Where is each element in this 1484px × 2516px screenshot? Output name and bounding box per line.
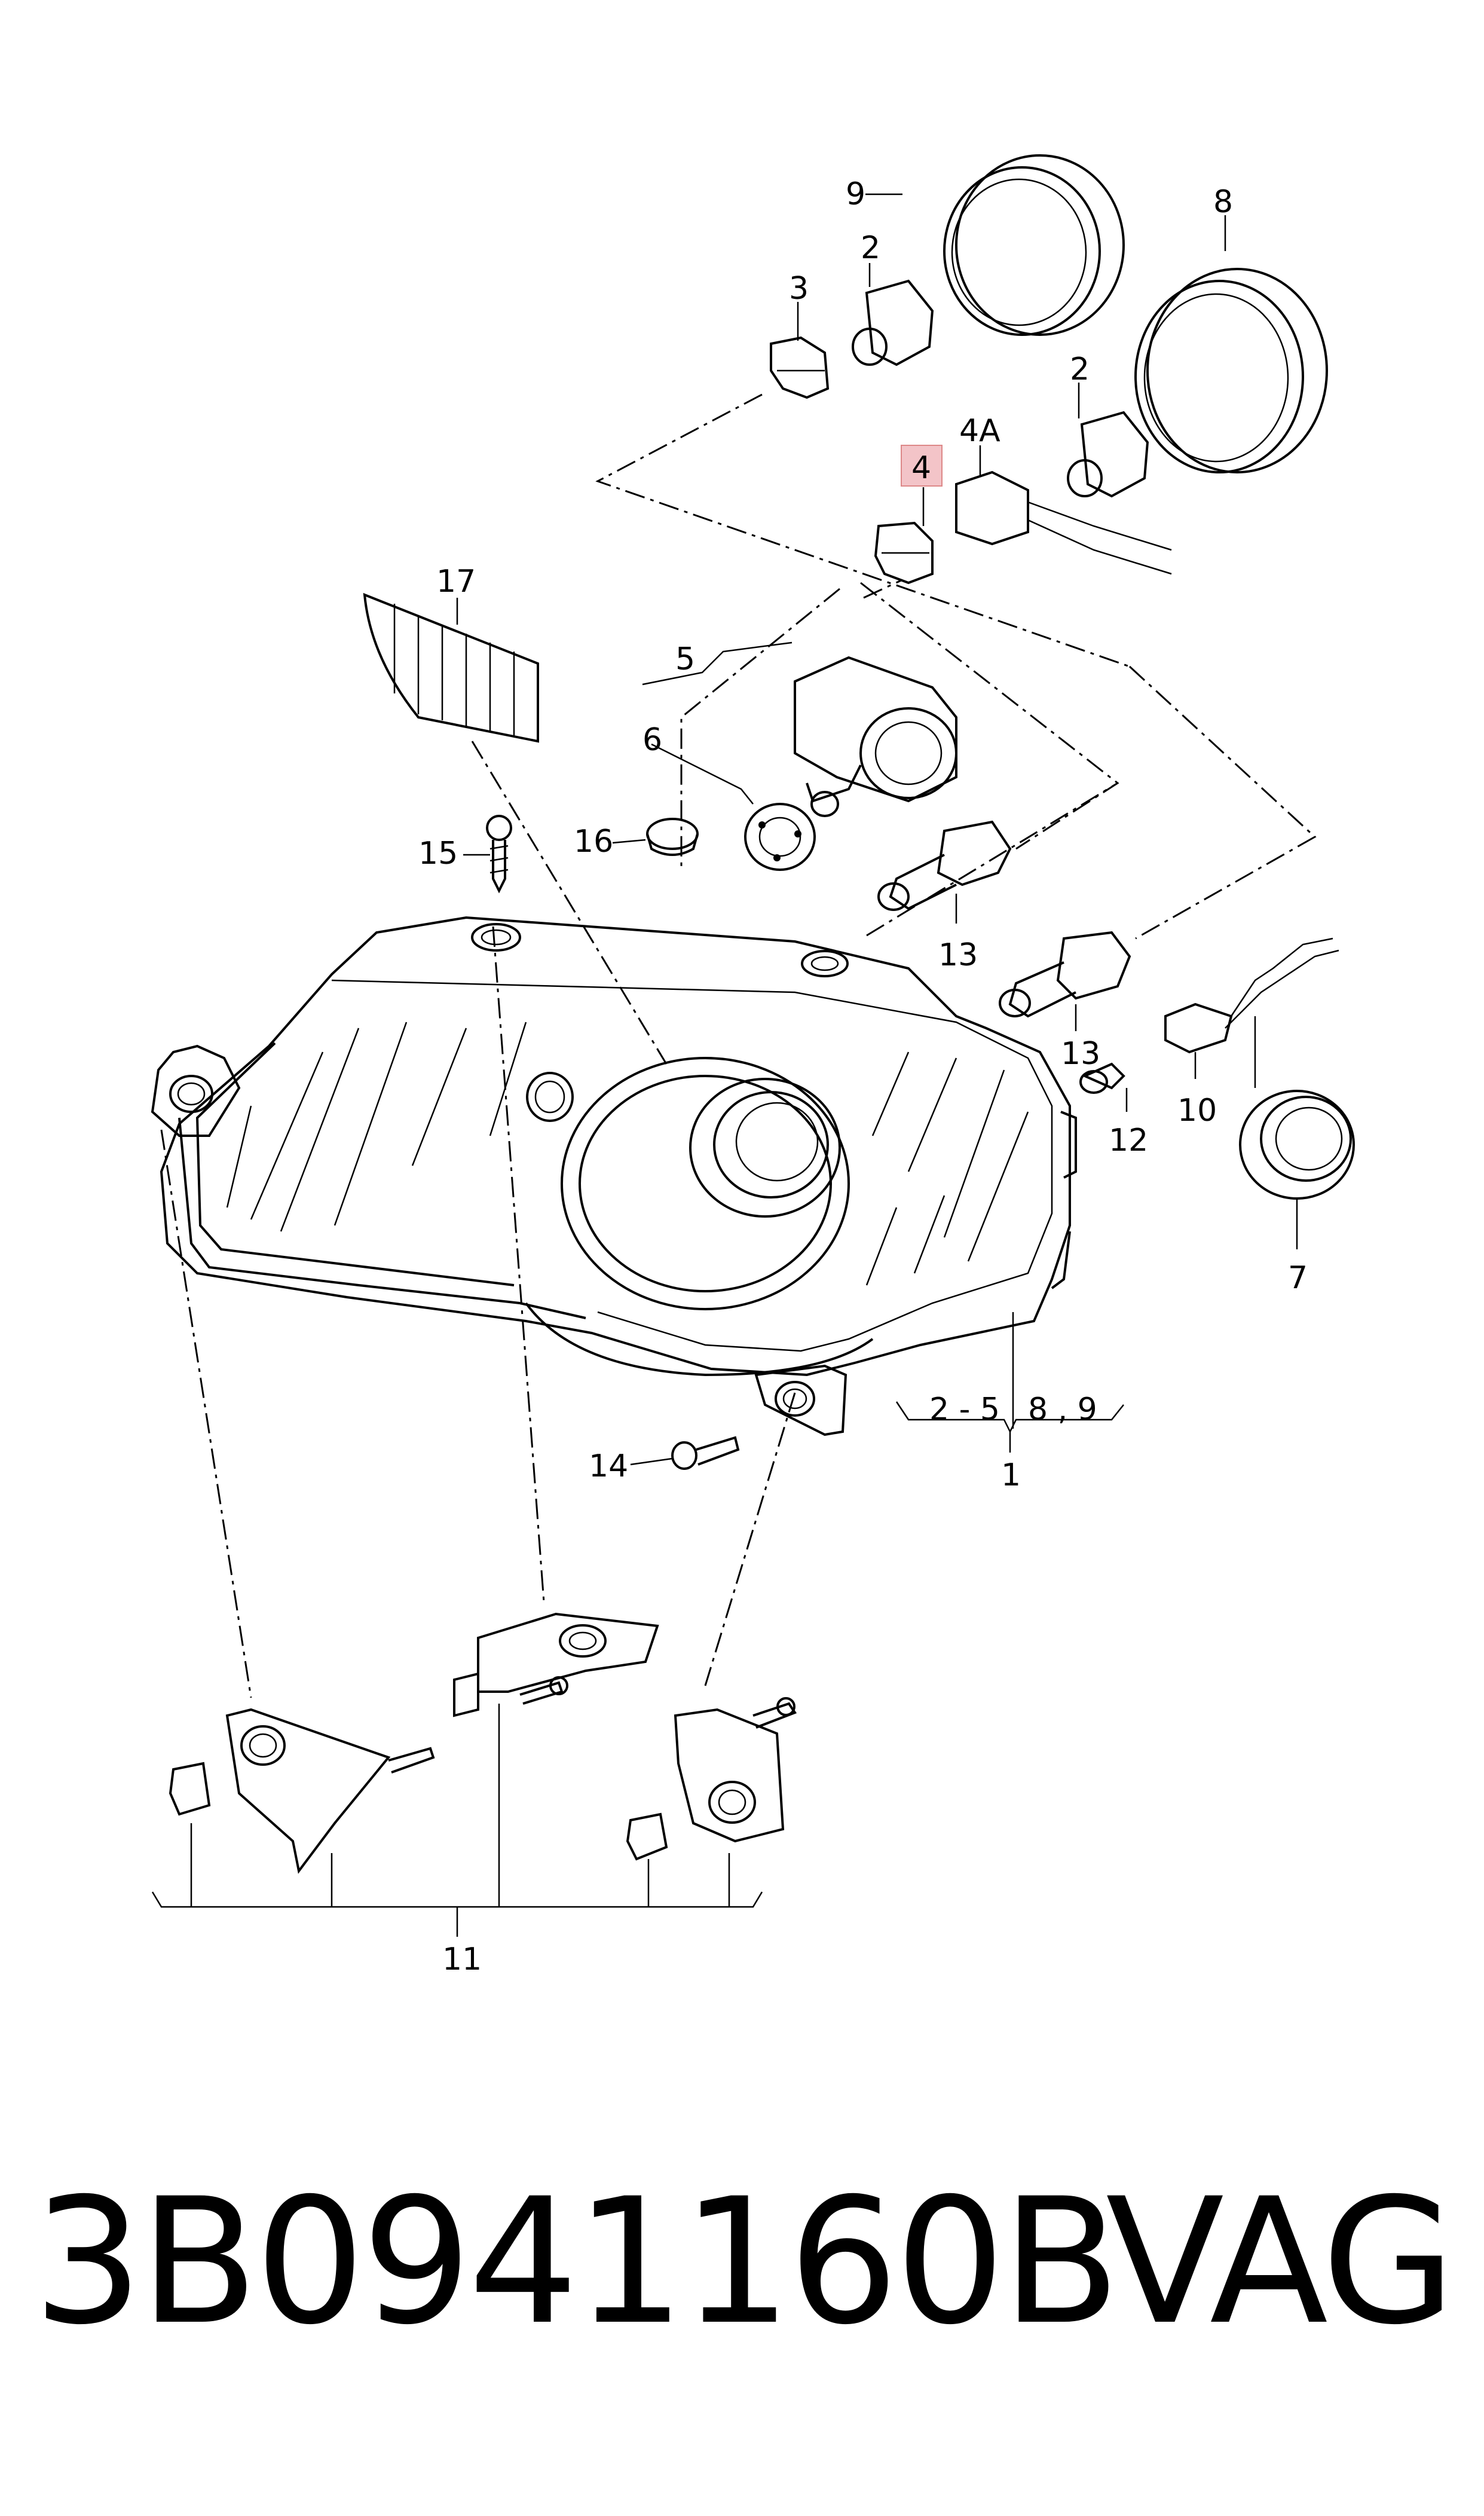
- headlamp-housing: [151, 916, 1077, 1436]
- bulb-holder-part2-lower: [1067, 411, 1149, 498]
- headlight-range-motor-part5: [794, 656, 957, 817]
- callout-2-upper: 2: [861, 230, 880, 266]
- leader-lines: [456, 193, 1298, 1466]
- callout-10: 10: [1177, 1093, 1217, 1129]
- callout-1: 1: [1001, 1457, 1021, 1493]
- screw-part15: [486, 815, 512, 894]
- callout-8: 8: [1213, 184, 1233, 220]
- retaining-clip-part4: [874, 521, 934, 585]
- retaining-clip-part3: [770, 336, 830, 399]
- callout-9: 9: [846, 176, 865, 212]
- connector-part4a: [955, 470, 1172, 575]
- gasket-part6: [744, 803, 816, 871]
- bulb-part13-lower: [999, 931, 1131, 1018]
- callout-11: 11: [442, 1942, 482, 1977]
- cap-ring-part9: [943, 154, 1125, 336]
- screw-part14: [671, 1436, 740, 1470]
- highlight-box: [901, 445, 943, 487]
- callout-8-9: 8 , 9: [1028, 1392, 1097, 1427]
- socket-harness-part10: [1164, 937, 1339, 1054]
- callout-14: 14: [589, 1448, 628, 1484]
- bulb-part13-upper: [877, 820, 1012, 911]
- lens-sticker-part17: [363, 592, 539, 743]
- callout-13-lower: 13: [1061, 1036, 1100, 1072]
- cover-ring-part7: [1239, 1090, 1355, 1200]
- callout-16: 16: [574, 824, 613, 860]
- cap-ring-part8: [1134, 268, 1328, 473]
- callout-13-upper: 13: [938, 937, 978, 973]
- bulb-holder-part2-upper: [852, 279, 934, 366]
- callout-7: 7: [1288, 1260, 1308, 1296]
- callout-6: 6: [642, 722, 662, 758]
- small-bulb-part12: [1079, 1062, 1125, 1094]
- callout-17: 17: [436, 564, 476, 600]
- callout-5: 5: [675, 641, 695, 677]
- callout-3: 3: [789, 271, 809, 307]
- bracket-kit-part11: [151, 1612, 797, 1937]
- part-number: 3B0941160B: [33, 2162, 1121, 2363]
- callout-12: 12: [1109, 1123, 1148, 1158]
- callout-2-5: 2 - 5: [929, 1392, 1000, 1427]
- cap-part16: [646, 818, 699, 856]
- callout-4a: 4A: [959, 413, 1000, 449]
- guide-lines: [160, 393, 1317, 1698]
- callout-4: 4: [911, 450, 931, 486]
- callout-2-lower: 2: [1070, 351, 1090, 387]
- callout-15: 15: [418, 836, 458, 872]
- callout-labels: 9 8 2 3 2 4A 4 17 5 6 16 15 13 13 10 12 …: [418, 176, 1308, 1977]
- brand-label: VAG: [1106, 2162, 1456, 2363]
